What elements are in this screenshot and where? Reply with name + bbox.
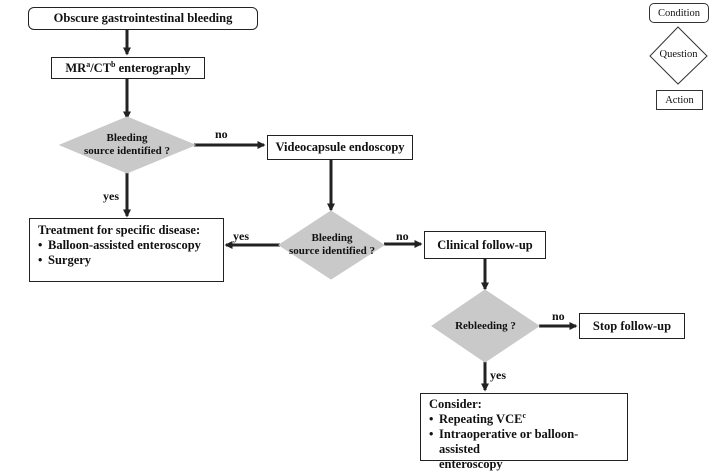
consider-node: Consider: Repeating VCEc Intraoperative … <box>420 393 628 471</box>
edge-label-q1-no: no <box>215 127 228 141</box>
treatment-item: Balloon-assisted enteroscopy <box>38 238 215 253</box>
start-node-label: Obscure gastrointestinal bleeding <box>53 11 233 25</box>
flowchart: Obscure gastrointestinal bleeding MRa/CT… <box>0 0 713 462</box>
edge-label-q2-no: no <box>396 229 409 243</box>
connector-layer <box>58 26 708 392</box>
treatment-item: Surgery <box>38 253 215 268</box>
videocapsule-endoscopy-node: Videocapsule endoscopy <box>267 135 413 160</box>
treatment-title: Treatment for specific disease: <box>38 223 201 237</box>
edge-label-q1-yes: yes <box>103 189 119 203</box>
q1-label: Bleeding source identified ? <box>84 132 170 157</box>
legend-action: Action <box>656 90 703 110</box>
legend-condition: Condition <box>649 3 709 23</box>
q2-diamond <box>278 210 385 280</box>
q2-label: Bleeding source identified ? <box>289 232 375 257</box>
q3-label: Rebleeding ? <box>455 320 516 332</box>
treatment-node: Treatment for specific disease: Balloon-… <box>29 218 224 282</box>
stop-follow-up-node: Stop follow-up <box>579 313 685 339</box>
consider-item: Intraoperative or balloon-assistedentero… <box>429 427 619 472</box>
q1-diamond <box>58 116 197 174</box>
start-node: Obscure gastrointestinal bleeding <box>28 7 258 30</box>
q3-diamond <box>431 289 540 363</box>
consider-title: Consider: <box>429 397 482 411</box>
mr-ct-enterography-node: MRa/CTb enterography <box>51 57 205 79</box>
mr-ct-label: MRa/CTb enterography <box>65 59 191 75</box>
clinical-follow-up-node: Clinical follow-up <box>424 231 546 259</box>
edge-label-q3-yes: yes <box>490 368 506 382</box>
consider-list: Repeating VCEc Intraoperative or balloon… <box>429 411 619 472</box>
consider-item: Repeating VCEc <box>429 411 619 427</box>
legend-question-diamond <box>649 26 708 85</box>
edge-label-q2-yes: yes <box>233 229 249 243</box>
edge-label-q3-no: no <box>552 309 565 323</box>
legend-question-label: Question <box>659 49 698 60</box>
treatment-list: Balloon-assisted enteroscopy Surgery <box>38 238 215 268</box>
